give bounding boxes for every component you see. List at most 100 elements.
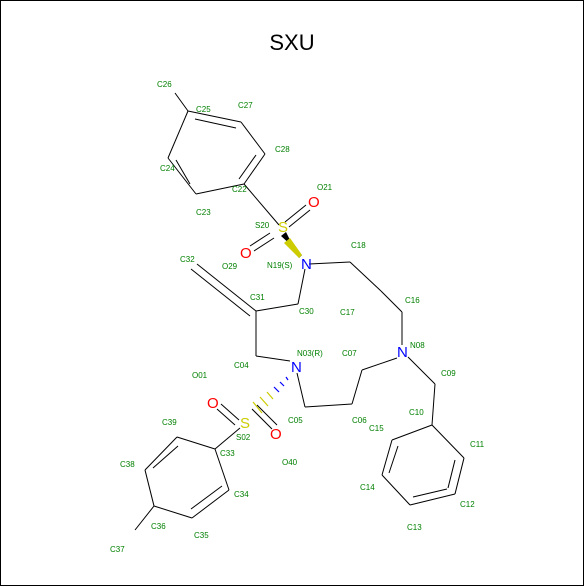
bond-s02-c33: [214, 427, 241, 450]
bond-s02-o40-a: [251, 408, 273, 430]
label-c13: C13: [407, 523, 422, 532]
label-c12: C12: [460, 500, 475, 509]
bond-c30-n19: [297, 268, 306, 305]
bond-s02-o01-b: [216, 408, 236, 426]
ligand-title: SXU: [269, 30, 314, 55]
label-c39: C39: [162, 418, 177, 427]
bond-inner-5: [388, 445, 399, 474]
label-c05: C05: [288, 416, 303, 425]
bond-inner-1: [194, 118, 237, 129]
label-c35: C35: [194, 531, 209, 540]
bond-c36-c37: [134, 505, 155, 531]
label-n19: N19(S): [267, 261, 293, 270]
label-c16: C16: [405, 296, 420, 305]
hashed-bond-n03-s02-yellow: [252, 391, 274, 414]
bond-n08-c07: [361, 357, 398, 371]
bond-s20-o21-a: [284, 204, 307, 223]
label-n08: N08: [410, 341, 425, 350]
bond-c07-c06: [351, 369, 363, 405]
bond-c35-c36: [153, 505, 193, 519]
label-c06: C06: [352, 416, 367, 425]
bond-c31-c32-a: [196, 263, 257, 312]
atom-o40: O: [270, 426, 282, 443]
label-c34: C34: [234, 490, 249, 499]
label-c28: C28: [275, 145, 290, 154]
bond-c14-c15: [381, 439, 393, 476]
label-c33: C33: [220, 449, 235, 458]
atom-s02: S: [240, 415, 250, 432]
bond-c12-c13: [409, 493, 456, 506]
label-o01: O01: [192, 371, 208, 380]
bond-c06-c05: [304, 403, 353, 408]
bond-inner-4: [447, 459, 456, 489]
label-o40: O40: [282, 458, 298, 467]
label-c07: C07: [342, 349, 357, 358]
bond-c05-n03: [296, 372, 306, 408]
bond-c17-c16: [380, 290, 403, 313]
bond-c18-c17: [349, 261, 382, 292]
label-c27: C27: [238, 101, 253, 110]
bond-inner-3: [175, 159, 191, 185]
bond-c36-c38: [144, 469, 155, 507]
bond-c10-c11: [431, 424, 465, 459]
label-c25: C25: [196, 105, 211, 114]
wedge-bond-n19-s20-yellow: [284, 238, 302, 258]
bond-c31-c32-b: [190, 268, 251, 317]
bond-c38-c39: [144, 436, 178, 471]
atom-labels: C26 C25 C27 C24 C28 C22 C23 O21 S20 C18 …: [110, 80, 485, 554]
label-o29: O29: [222, 262, 238, 271]
bond-c24-c25: [167, 110, 189, 159]
label-c23: C23: [196, 208, 211, 217]
label-c04: C04: [234, 361, 249, 370]
label-c10: C10: [409, 408, 424, 417]
bond-inner-2: [238, 154, 257, 180]
bond-inner-7: [190, 485, 223, 510]
label-c32: C32: [180, 255, 195, 264]
bond-c34-c35: [191, 489, 230, 519]
bond-s02-o01-a: [220, 403, 240, 421]
bond-s20-o29-b: [253, 237, 275, 252]
bond-c33-c34: [214, 448, 230, 491]
label-c09: C09: [441, 369, 456, 378]
label-c18: C18: [351, 241, 366, 250]
bond-n19-c18: [308, 261, 351, 265]
atom-s20: S: [278, 219, 288, 236]
label-c17: C17: [340, 308, 355, 317]
bond-c28-c22: [243, 153, 266, 185]
bond-inner-8: [152, 445, 179, 469]
label-o21: O21: [317, 183, 333, 192]
bond-c39-c33: [176, 436, 216, 450]
label-c11: C11: [470, 440, 485, 449]
label-n03: N03(R): [297, 349, 323, 358]
label-s20: S20: [255, 221, 270, 230]
label-c14: C14: [360, 483, 375, 492]
label-s02: S02: [236, 433, 251, 442]
label-c24: C24: [160, 164, 175, 173]
bond-s20-o29-a: [249, 232, 271, 247]
bond-c25-c27: [187, 110, 242, 123]
atom-o29: O: [240, 245, 252, 262]
bond-s20-o21-b: [288, 209, 311, 228]
bond-n08-c09: [407, 356, 436, 385]
hashed-bond-n03-s02: [273, 376, 289, 393]
bond-c23-c24: [167, 157, 197, 195]
atom-o01: O: [207, 395, 219, 412]
bond-c09-c10: [431, 383, 436, 426]
bond-c15-c10: [391, 424, 433, 441]
bond-c26-c25: [174, 92, 189, 112]
bond-c11-c12: [454, 457, 465, 495]
bond-c22-s20: [243, 183, 280, 226]
label-c26: C26: [157, 80, 172, 89]
label-c37: C37: [110, 545, 125, 554]
atom-n08: N: [397, 344, 408, 361]
bond-c31-c30: [255, 303, 299, 312]
label-c31: C31: [250, 293, 265, 302]
bond-inner-6: [412, 488, 448, 498]
bond-n03-c04: [255, 355, 291, 362]
bond-c13-c14: [381, 474, 411, 506]
label-c30: C30: [299, 307, 314, 316]
atom-n19: N: [301, 256, 312, 273]
